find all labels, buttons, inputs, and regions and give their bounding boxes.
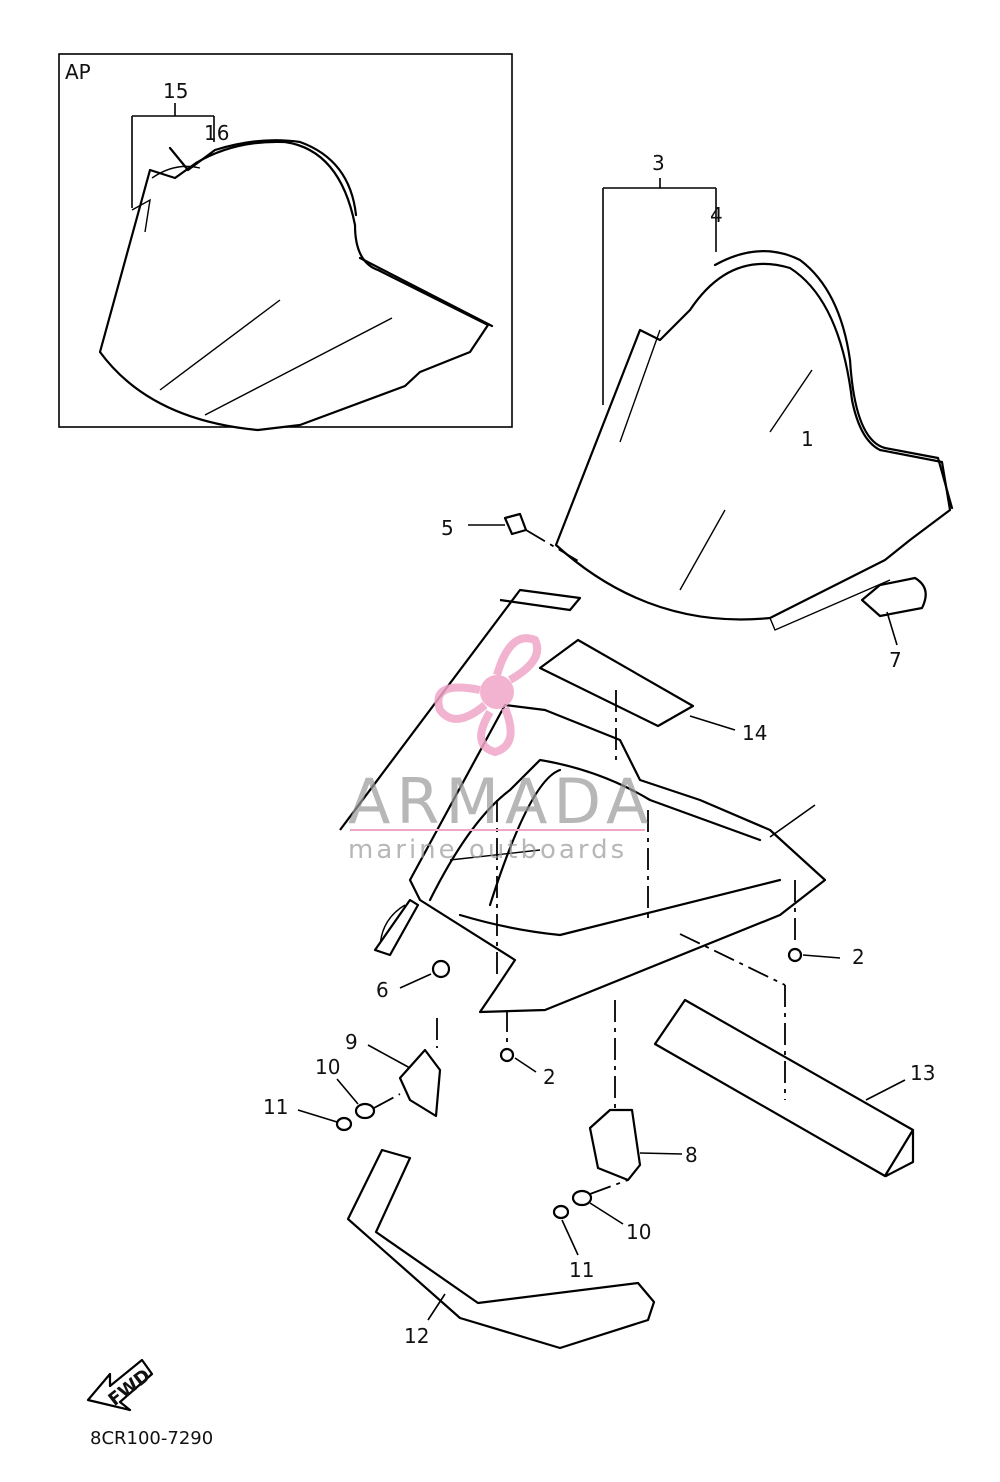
inset-label: AP	[65, 60, 91, 84]
callout-1: 1	[801, 427, 814, 451]
callout-6: 6	[376, 978, 389, 1002]
callout-10-left: 10	[315, 1055, 340, 1079]
callout-10-right: 10	[626, 1220, 651, 1244]
callout-2-right: 2	[852, 945, 865, 969]
callout-15: 15	[163, 79, 188, 103]
callout-12: 12	[404, 1324, 429, 1348]
pad-14: 14	[538, 638, 767, 745]
cowling-1: 1	[339, 427, 827, 1014]
screw-5: 5	[441, 512, 581, 563]
bracket-9: 9	[345, 1018, 442, 1118]
inset-ap-panel: AP 15 16	[58, 53, 513, 432]
grommet-6: 6	[376, 959, 451, 1002]
watermark-tagline: marine outboards	[348, 835, 627, 865]
screw-2-lower: 2	[499, 1010, 556, 1089]
bracket-8: 8	[588, 1000, 698, 1182]
callout-13: 13	[910, 1061, 935, 1085]
windshield-assembly: 3 4	[554, 151, 954, 631]
callout-3: 3	[652, 151, 665, 175]
propeller-logo-icon	[434, 634, 542, 757]
callout-16: 16	[204, 121, 229, 145]
screw-2-right: 2	[787, 880, 865, 969]
washer-nut-right: 10 11	[552, 1179, 651, 1282]
clip-7: 7	[860, 576, 927, 672]
foam-12: 12	[346, 1148, 656, 1350]
watermark: ARMADA marine outboards	[348, 634, 654, 865]
callout-4: 4	[710, 203, 723, 227]
callout-2-lower: 2	[543, 1065, 556, 1089]
callout-11-left: 11	[263, 1095, 288, 1119]
foam-13: 13	[653, 933, 935, 1178]
callout-7: 7	[889, 648, 902, 672]
watermark-brand: ARMADA	[348, 765, 654, 838]
washer-nut-left: 10 11	[263, 1055, 401, 1132]
callout-9: 9	[345, 1030, 358, 1054]
callout-8: 8	[685, 1143, 698, 1167]
diagram-code: 8CR100-7290	[90, 1428, 213, 1449]
fwd-arrow-icon: FWD	[86, 1358, 155, 1412]
callout-14: 14	[742, 721, 767, 745]
callout-5: 5	[441, 516, 454, 540]
callout-11-right: 11	[569, 1258, 594, 1282]
